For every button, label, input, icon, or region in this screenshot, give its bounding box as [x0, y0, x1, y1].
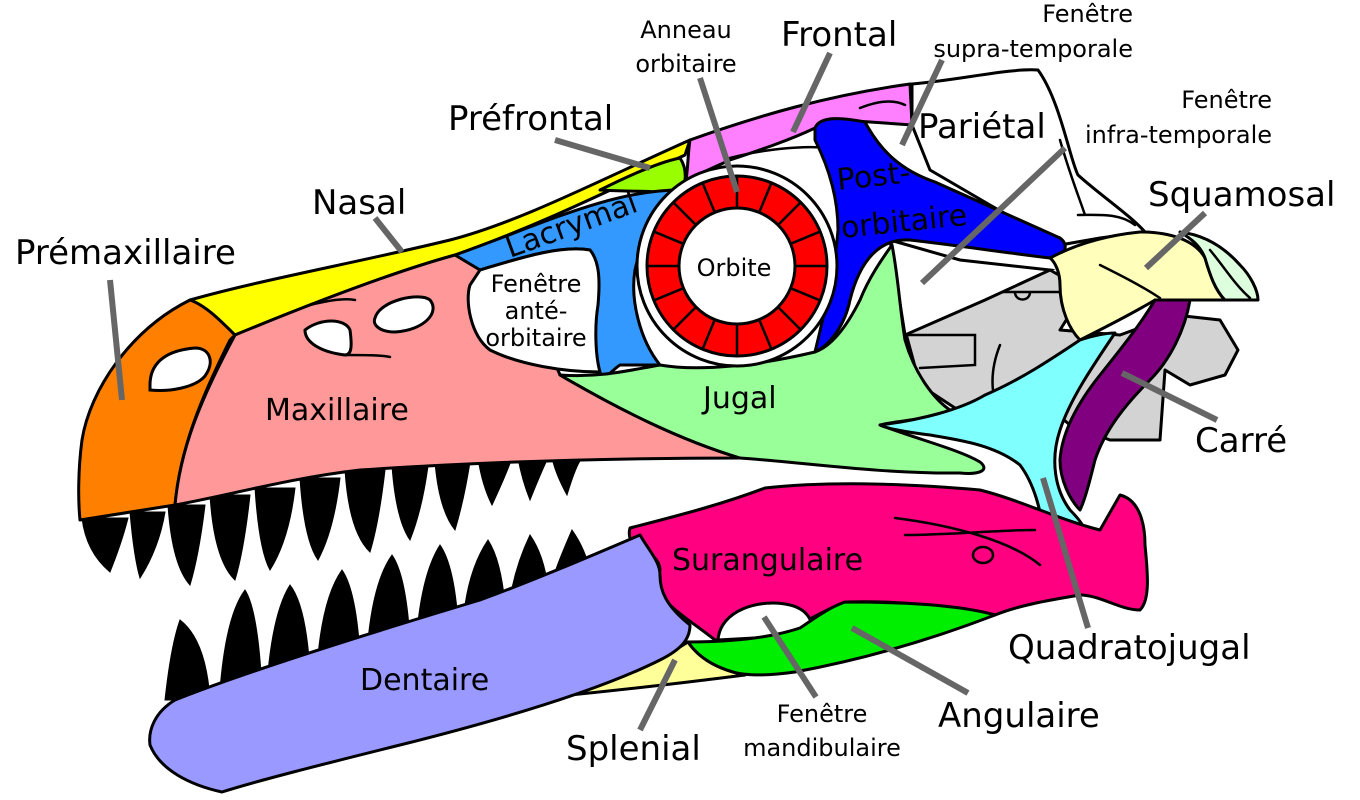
ring-segment-divider: [653, 230, 684, 245]
upper-tooth: [517, 457, 549, 502]
squamosal-tip: [1178, 230, 1260, 302]
frontal-detail-line: [858, 100, 907, 110]
ring-segment-divider: [701, 182, 716, 213]
upper-teeth: [81, 457, 584, 586]
maxillaire-bone: [173, 253, 742, 507]
label-quadratojugal: Quadratojugal: [1008, 628, 1251, 668]
leader-prefrontal: [554, 137, 651, 171]
leader-squamosal: [1143, 210, 1208, 271]
label-postorbitaire-line1: Post-: [835, 155, 912, 198]
leader-splenial: [637, 658, 678, 732]
leader-nasal: [372, 216, 405, 254]
prefrontal-bone: [598, 156, 687, 197]
label-mandibulaire-line2: mandibulaire: [743, 734, 901, 762]
antorbital-fenestra: [466, 247, 602, 374]
upper-tooth: [167, 504, 206, 586]
label-dentaire: Dentaire: [360, 663, 489, 698]
label-frontal: Frontal: [781, 15, 897, 55]
label-orbite: Orbite: [697, 254, 772, 282]
lower-tooth: [267, 584, 311, 673]
label-supra-temporale-line2: supra-temporale: [933, 35, 1133, 63]
label-angulaire: Angulaire: [938, 696, 1100, 736]
upper-tooth: [129, 511, 166, 580]
label-antorbitaire-line2: anté-: [505, 297, 568, 325]
lower-tooth: [164, 619, 211, 701]
upper-tooth: [477, 457, 513, 507]
label-antorbitaire-line3: orbitaire: [485, 324, 586, 352]
ring-segment-divider: [758, 319, 773, 350]
label-nasal: Nasal: [312, 183, 406, 223]
leader-infra-temporale: [919, 145, 1068, 286]
dentaire-bone: [148, 533, 692, 794]
label-infra-temporale-line2: infra-temporale: [1085, 121, 1272, 149]
upper-tooth: [209, 494, 251, 581]
label-infra-temporale-line1: Fenêtre: [1181, 86, 1272, 114]
label-premaxillaire: Prémaxillaire: [15, 233, 236, 273]
lower-tooth: [367, 554, 411, 641]
maxillaire-detail-line: [308, 297, 357, 307]
upper-tooth: [551, 457, 584, 497]
label-splenial: Splenial: [566, 729, 701, 769]
squamosal-detail-line: [1208, 248, 1252, 300]
ring-segment-divider: [672, 306, 697, 331]
maxillaire-detail-line: [343, 353, 392, 359]
leader-frontal: [790, 51, 833, 134]
label-anneau-line2: orbitaire: [635, 50, 736, 78]
label-prefrontal: Préfrontal: [448, 99, 613, 139]
leader-angulaire: [850, 625, 970, 696]
label-parietal: Pariétal: [918, 107, 1046, 147]
ring-segment-divider: [701, 319, 716, 350]
label-squamosal: Squamosal: [1148, 175, 1335, 215]
surangulaire-foramen: [971, 545, 995, 565]
upper-tooth: [434, 461, 471, 532]
leader-quadratojugal: [1040, 477, 1091, 629]
ring-segment-divider: [790, 230, 821, 245]
promaxillary-fenestra: [372, 295, 435, 334]
label-jugal: Jugal: [701, 381, 777, 416]
label-maxillaire: Maxillaire: [265, 393, 409, 428]
leader-carre: [1120, 370, 1219, 423]
ring-segment-divider: [672, 201, 697, 226]
leader-supra-temporale: [899, 58, 945, 147]
surangulaire-detail-line: [903, 528, 1037, 537]
upper-tooth: [391, 465, 429, 542]
carre-bone: [1058, 298, 1192, 512]
ring-segment-divider: [758, 182, 773, 213]
angulaire-bone: [686, 600, 997, 677]
leader-lines: [107, 51, 1219, 732]
ring-segment-divider: [777, 201, 802, 226]
ring-segment-divider: [790, 287, 821, 302]
label-antorbitaire-line1: Fenêtre: [491, 270, 582, 298]
label-supra-temporale-line1: Fenêtre: [1042, 0, 1133, 28]
leader-anneau: [697, 77, 740, 193]
lower-tooth: [317, 569, 361, 656]
squamosal-detail-line: [1098, 263, 1162, 300]
lower-tooth: [464, 539, 506, 606]
upper-tooth: [344, 469, 386, 553]
ring-segment-divider: [653, 287, 684, 302]
leader-mandibulaire: [761, 615, 819, 699]
supra-temporal-region: [910, 68, 1148, 247]
maxillary-fenestra: [303, 319, 353, 357]
lower-tooth: [219, 589, 263, 691]
label-carre: Carré: [1195, 421, 1287, 461]
label-surangulaire: Surangulaire: [672, 543, 863, 578]
label-anneau-line1: Anneau: [640, 16, 732, 44]
upper-tooth: [81, 517, 129, 573]
leader-premaxillaire: [107, 279, 125, 401]
naris: [148, 346, 212, 392]
ring-segment-divider: [777, 306, 802, 331]
label-mandibulaire-line1: Fenêtre: [777, 700, 868, 728]
lower-tooth: [417, 544, 459, 623]
upper-tooth: [254, 487, 296, 571]
surangulaire-detail-line: [893, 516, 1042, 567]
upper-tooth: [299, 477, 341, 561]
braincase-detail-line: [903, 333, 977, 370]
